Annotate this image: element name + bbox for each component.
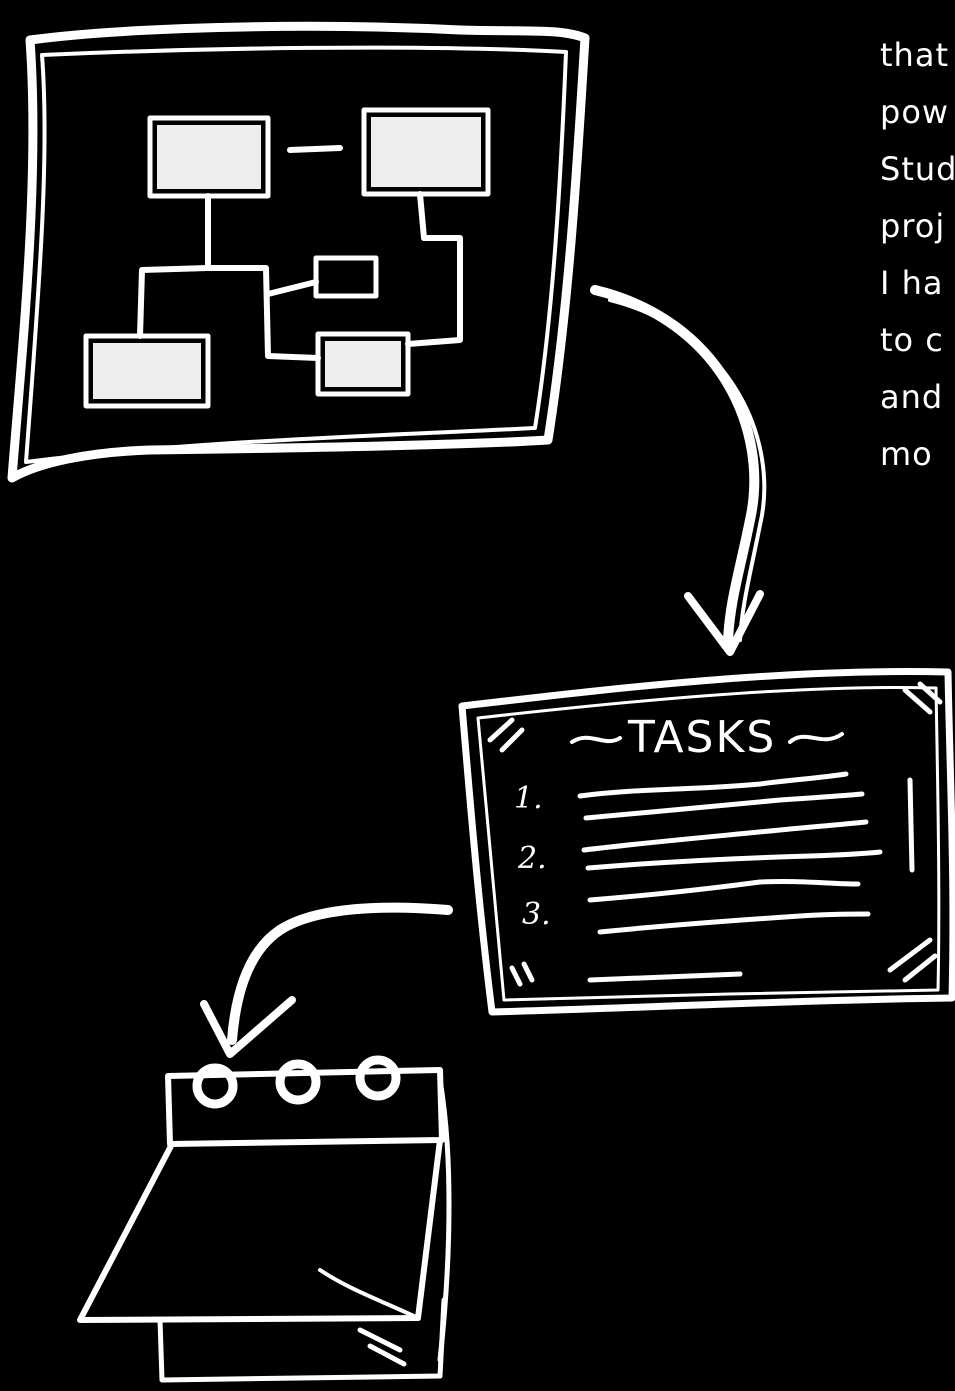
text-line-7: and [880,369,955,426]
text-line-2: pow [880,84,955,141]
arrow-to-calendar-icon [204,908,448,1054]
curved-arrow-icon [595,290,764,652]
text-line-4: proj [880,198,955,255]
body-text: that pow Stud proj I ha to c and mo [880,27,955,483]
text-line-8: mo [880,426,955,483]
tasks-card-icon: TASKS 1. 2. 3. [462,672,953,1012]
text-line-6: to c [880,312,955,369]
flowchart-sketch-icon [12,26,585,478]
text-line-3: Stud [880,141,955,198]
tasks-title: TASKS [627,712,776,763]
text-line-5: I ha [880,255,955,312]
task-number-3: 3. [522,897,551,932]
calendar-icon [80,1060,449,1380]
task-number-1: 1. [514,781,543,816]
task-number-2: 2. [517,841,547,876]
text-line-1: that [880,27,955,84]
